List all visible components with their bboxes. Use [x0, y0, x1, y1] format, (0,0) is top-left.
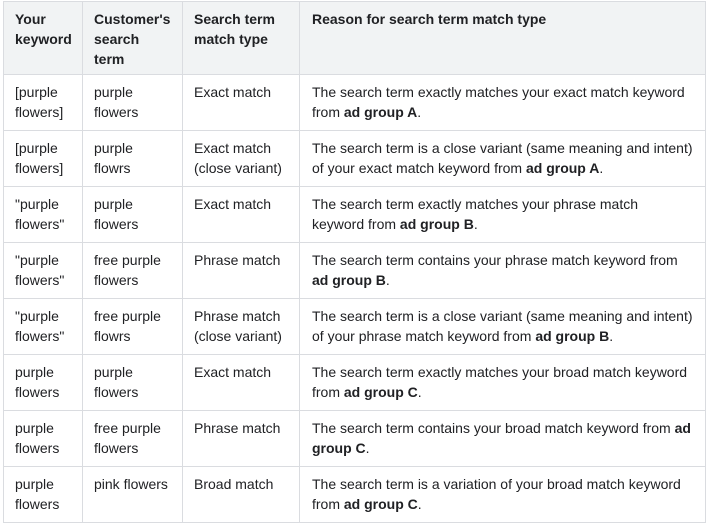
- cell-reason: The search term exactly matches your bro…: [299, 354, 706, 411]
- cell-search-term: free purple flowers: [82, 410, 183, 467]
- reason-suffix: .: [417, 496, 422, 512]
- cell-reason: The search term contains your phrase mat…: [299, 242, 706, 299]
- cell-match-type: Phrase match: [182, 410, 300, 467]
- ad-group-name: ad group B: [399, 216, 474, 232]
- reason-text: The search term is a close variant (same…: [312, 308, 693, 344]
- header-your-keyword: Your keyword: [3, 1, 83, 75]
- cell-match-type: Exact match (close variant): [182, 130, 300, 187]
- reason-suffix: .: [417, 104, 422, 120]
- table-row: [purple flowers] purple flowers Exact ma…: [3, 74, 706, 131]
- table-row: purple flowers pink flowers Broad match …: [3, 466, 706, 523]
- ad-group-name: ad group C: [343, 384, 418, 400]
- table-row: purple flowers free purple flowers Phras…: [3, 410, 706, 467]
- cell-match-type: Exact match: [182, 74, 300, 131]
- reason-text: The search term is a close variant (same…: [312, 140, 693, 176]
- cell-search-term: pink flowers: [82, 466, 183, 523]
- ad-group-name: ad group A: [525, 160, 600, 176]
- match-type-table-container: Your keyword Customer's search term Sear…: [3, 1, 706, 523]
- cell-match-type: Exact match: [182, 354, 300, 411]
- table-row: [purple flowers] purple flowrs Exact mat…: [3, 130, 706, 187]
- table-row: "purple flowers" free purple flowers Phr…: [3, 242, 706, 299]
- cell-reason: The search term exactly matches your phr…: [299, 186, 706, 243]
- table-header: Your keyword Customer's search term Sear…: [3, 1, 706, 75]
- cell-reason: The search term is a variation of your b…: [299, 466, 706, 523]
- ad-group-name: ad group C: [343, 496, 418, 512]
- cell-search-term: purple flowrs: [82, 130, 183, 187]
- cell-search-term: purple flowers: [82, 354, 183, 411]
- cell-reason: The search term contains your broad matc…: [299, 410, 706, 467]
- cell-keyword: purple flowers: [3, 354, 83, 411]
- cell-keyword: "purple flowers": [3, 186, 83, 243]
- cell-match-type: Phrase match (close variant): [182, 298, 300, 355]
- cell-search-term: free purple flowrs: [82, 298, 183, 355]
- table-row: "purple flowers" free purple flowrs Phra…: [3, 298, 706, 355]
- header-reason: Reason for search term match type: [299, 1, 706, 75]
- ad-group-name: ad group B: [535, 328, 610, 344]
- cell-keyword: purple flowers: [3, 410, 83, 467]
- cell-reason: The search term is a close variant (same…: [299, 130, 706, 187]
- header-search-term-match-type: Search term match type: [182, 1, 300, 75]
- cell-keyword: [purple flowers]: [3, 130, 83, 187]
- match-type-table: Your keyword Customer's search term Sear…: [3, 1, 706, 523]
- cell-search-term: purple flowers: [82, 186, 183, 243]
- cell-match-type: Broad match: [182, 466, 300, 523]
- reason-suffix: .: [473, 216, 478, 232]
- reason-text: The search term contains your broad matc…: [312, 420, 675, 436]
- reason-text: The search term exactly matches your phr…: [312, 196, 639, 232]
- cell-keyword: "purple flowers": [3, 298, 83, 355]
- cell-search-term: purple flowers: [82, 74, 183, 131]
- cell-keyword: purple flowers: [3, 466, 83, 523]
- cell-keyword: [purple flowers]: [3, 74, 83, 131]
- reason-text: The search term contains your phrase mat…: [312, 252, 678, 268]
- reason-suffix: .: [385, 272, 390, 288]
- cell-match-type: Exact match: [182, 186, 300, 243]
- ad-group-name: ad group B: [312, 272, 386, 288]
- reason-text: The search term exactly matches your bro…: [312, 364, 688, 400]
- reason-suffix: .: [365, 440, 370, 456]
- cell-keyword: "purple flowers": [3, 242, 83, 299]
- cell-reason: The search term is a close variant (same…: [299, 298, 706, 355]
- reason-suffix: .: [417, 384, 422, 400]
- header-row: Your keyword Customer's search term Sear…: [3, 1, 706, 75]
- cell-search-term: free purple flowers: [82, 242, 183, 299]
- reason-suffix: .: [599, 160, 604, 176]
- table-row: purple flowers purple flowers Exact matc…: [3, 354, 706, 411]
- cell-reason: The search term exactly matches your exa…: [299, 74, 706, 131]
- header-customer-search-term: Customer's search term: [82, 1, 183, 75]
- cell-match-type: Phrase match: [182, 242, 300, 299]
- reason-suffix: .: [609, 328, 614, 344]
- table-body: [purple flowers] purple flowers Exact ma…: [3, 74, 706, 523]
- ad-group-name: ad group A: [343, 104, 418, 120]
- reason-text: The search term exactly matches your exa…: [312, 84, 685, 120]
- table-row: "purple flowers" purple flowers Exact ma…: [3, 186, 706, 243]
